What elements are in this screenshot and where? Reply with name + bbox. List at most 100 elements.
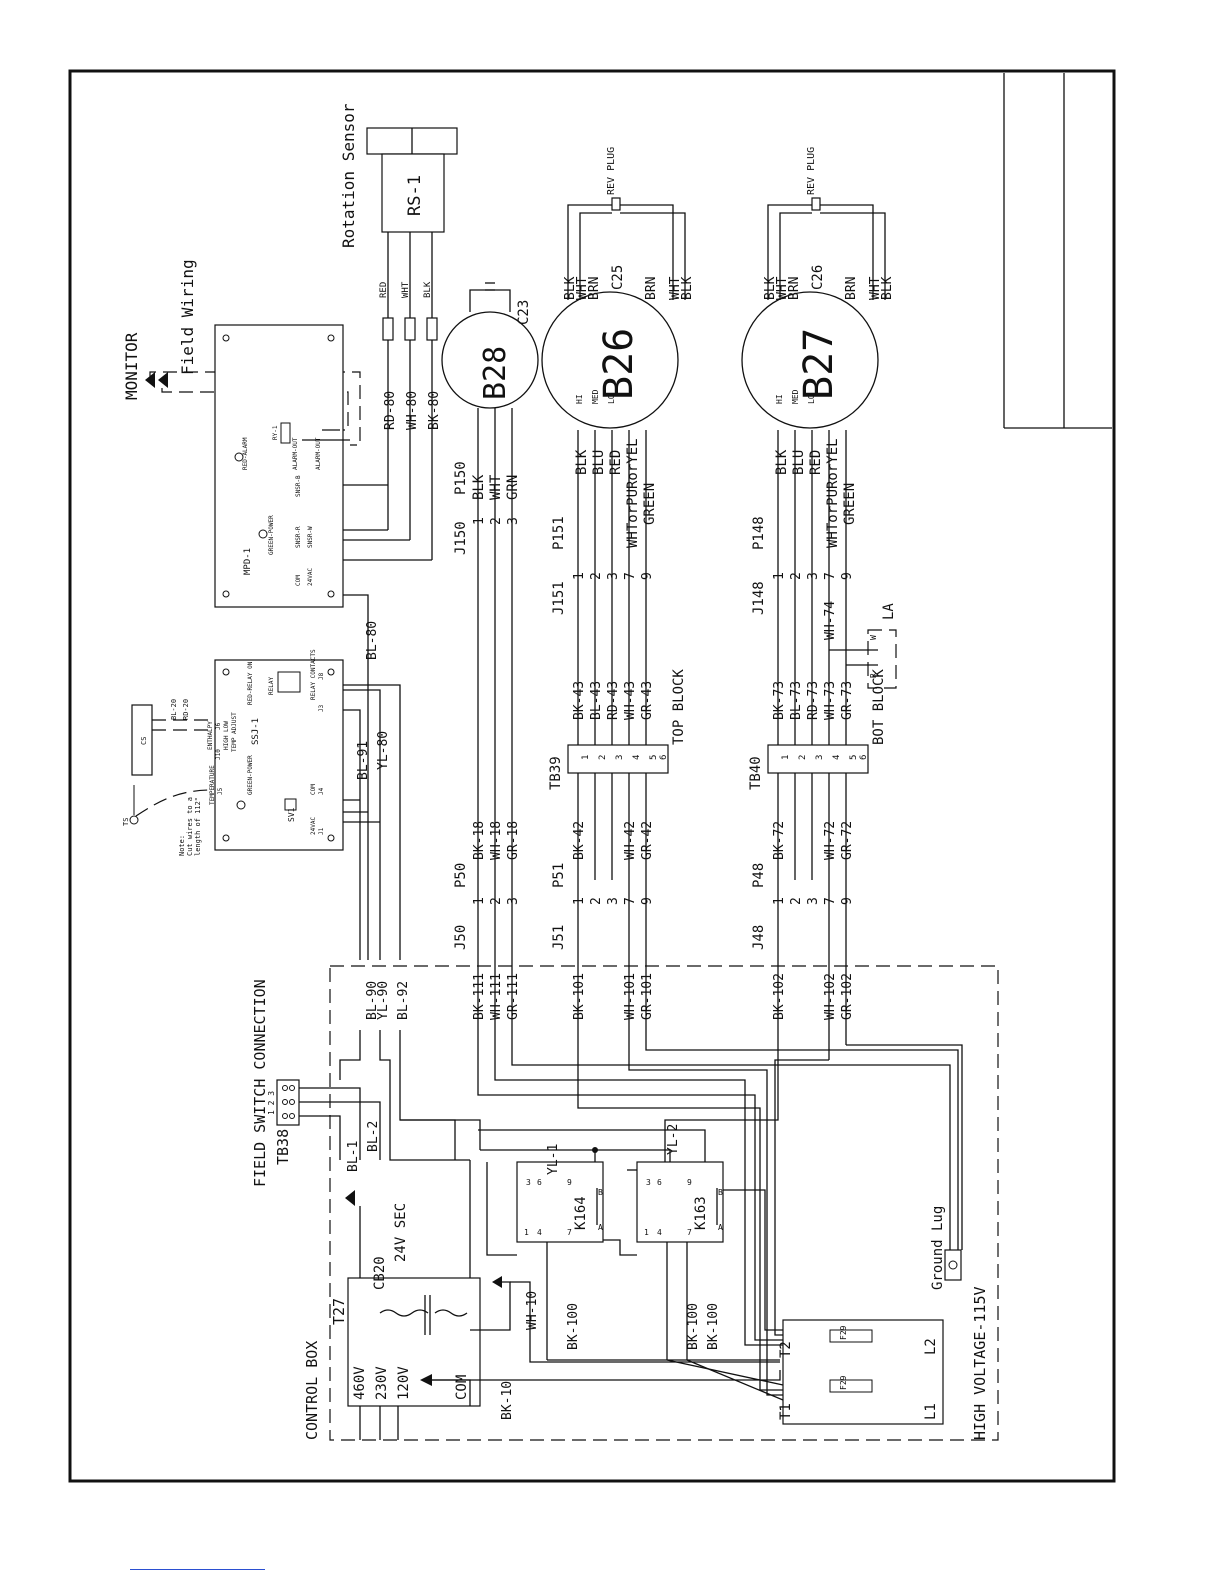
wire-bk-100-a: BK-100 bbox=[566, 1303, 581, 1350]
wire-bk-43: BK-43 bbox=[572, 681, 587, 720]
ssj-label-j1: J1 bbox=[318, 827, 325, 835]
b28-label: B28 bbox=[478, 346, 513, 400]
sec-24v-label: 24V SEC bbox=[393, 1203, 409, 1262]
wire-bl80-path bbox=[343, 594, 369, 960]
mpd1-board: Field Wiring MPD-1 ALARM-OUT RY-1 ALARM-… bbox=[178, 259, 432, 608]
la-label: LA bbox=[881, 603, 897, 620]
b26-speed-lo: LO bbox=[607, 394, 616, 404]
tb40-term-5: 5 bbox=[849, 755, 859, 760]
wire-bl-91: BL-91 bbox=[356, 741, 371, 780]
tap-120v: 120V bbox=[396, 1366, 412, 1400]
b26-out-left-blk: BLK bbox=[563, 276, 578, 300]
control-box-outline bbox=[329, 965, 999, 1441]
k164-pin-4: 4 bbox=[537, 1228, 542, 1237]
tb40-term-1: 1 bbox=[781, 755, 791, 760]
top-block-label: TOP BLOCK bbox=[671, 669, 687, 745]
k163-pin-9: 9 bbox=[687, 1178, 692, 1187]
tb40-term-4: 4 bbox=[832, 755, 842, 760]
wire-wh-74: WH-74 bbox=[823, 601, 838, 640]
b28-lead-blk: BLK bbox=[471, 474, 487, 500]
motor-b26-group: B26 HI MED LO C25 REV PLUG BLK WHT BRN B… bbox=[541, 147, 695, 1060]
wire-wh-72: WH-72 bbox=[823, 821, 838, 860]
wire-bk-100-c: BK-100 bbox=[706, 1303, 721, 1350]
tb39-term-1: 1 bbox=[581, 755, 591, 760]
tb38-terminals: 1 2 3 bbox=[267, 1091, 276, 1115]
note-line-2: Cut wires to a bbox=[186, 797, 194, 856]
field-wiring-label: Field Wiring bbox=[178, 259, 197, 375]
b26-out-right-blk: BLK bbox=[680, 276, 695, 300]
ssj-label-temperature: TEMPERATURE bbox=[209, 765, 216, 805]
b26-out-right-brn: BRN bbox=[644, 277, 659, 300]
wire-bk-102: BK-102 bbox=[772, 973, 787, 1020]
bot-block-label: BOT BLOCK bbox=[871, 669, 887, 745]
mpd-label-24vac: 24VAC bbox=[307, 568, 314, 586]
rotation-sensor-label: Rotation Sensor bbox=[339, 103, 358, 248]
wire-bl-73: BL-73 bbox=[789, 681, 804, 720]
b26-in-red: RED bbox=[608, 450, 624, 475]
tb40-label: TB40 bbox=[748, 756, 764, 790]
l1-label: L1 bbox=[923, 1403, 939, 1420]
b27-in-red: RED bbox=[808, 450, 824, 475]
wire-bk-111: BK-111 bbox=[472, 973, 487, 1020]
ssj1-label: SSJ-1 bbox=[251, 718, 261, 745]
p51-label: P51 bbox=[551, 863, 567, 888]
p48-pin-9: 9 bbox=[840, 897, 855, 905]
mpd-label-red-alarm: RED-ALARM bbox=[242, 437, 249, 470]
k163-label: K163 bbox=[693, 1196, 709, 1230]
harness-routing bbox=[400, 1030, 963, 1401]
wire-wh-101: WH-101 bbox=[623, 973, 638, 1020]
j50-label: J50 bbox=[453, 925, 469, 950]
mpd-label-ry1: RY-1 bbox=[272, 425, 279, 440]
ssj-label-j6: J6 bbox=[215, 722, 222, 730]
ssj-label-com: COM bbox=[310, 784, 317, 795]
tap-com: COM bbox=[454, 1375, 470, 1400]
wire-bl-90: BL-90 bbox=[365, 981, 380, 1020]
ssj-label-relay-contacts: RELAY CONTACTS bbox=[310, 649, 317, 700]
b27-out-left-brn: BRN bbox=[787, 277, 802, 300]
cs-label: CS bbox=[140, 737, 148, 745]
j51-label: J51 bbox=[551, 925, 567, 950]
p151-pin-3: 3 bbox=[606, 572, 621, 580]
wire-wh-18: WH-18 bbox=[489, 821, 504, 860]
p148-pin-3: 3 bbox=[806, 572, 821, 580]
b28-lead-wht: WHT bbox=[488, 474, 504, 500]
p51-pin-7: 7 bbox=[623, 897, 638, 905]
ssj-label-red-relay-on: RED-RELAY ON bbox=[247, 661, 254, 705]
control-box-label: CONTROL BOX bbox=[303, 1341, 321, 1440]
wire-bk-18: BK-18 bbox=[472, 821, 487, 860]
b27-speed-hi: HI bbox=[775, 394, 784, 404]
tb40-term-6: 6 bbox=[859, 755, 869, 760]
rev-plug-1: REV PLUG bbox=[606, 147, 617, 195]
t1-label: T1 bbox=[778, 1403, 794, 1420]
wire-gr-101: GR-101 bbox=[640, 973, 655, 1020]
wire-gr-43: GR-43 bbox=[640, 681, 655, 720]
ssj-label-high-low: HIGH LOW bbox=[223, 721, 230, 750]
wire-rd-73: RD-73 bbox=[806, 681, 821, 720]
b26-speed-hi: HI bbox=[575, 394, 584, 404]
p48-label: P48 bbox=[751, 863, 767, 888]
wire-gr-73: GR-73 bbox=[840, 681, 855, 720]
b26-in-green: GREEN bbox=[642, 483, 658, 525]
b26-in-blu: BLU bbox=[591, 450, 607, 475]
la-box bbox=[867, 629, 897, 689]
fuse-f29-1: F29 bbox=[839, 1375, 848, 1390]
high-voltage-label: HIGH VOLTAGE-115V bbox=[971, 1286, 989, 1440]
p50-pin-1: 1 bbox=[472, 897, 487, 905]
b26-out-left-wht: WHT bbox=[575, 276, 590, 300]
mpd-label-green-power: GREEN-POWER bbox=[268, 515, 275, 555]
k163-pin-a: A bbox=[718, 1223, 723, 1232]
sensor-wire-red: RED bbox=[379, 282, 389, 298]
fuse-f29-2: F29 bbox=[839, 1325, 848, 1340]
mpd-label-snsr-r: SNSR-R bbox=[295, 526, 302, 548]
k163-pin-3: 3 bbox=[646, 1178, 651, 1187]
footer-underline bbox=[130, 1569, 265, 1570]
title-block bbox=[1003, 73, 1112, 429]
t2-label: T2 bbox=[778, 1341, 794, 1358]
motor-b28: B28 C23 bbox=[441, 282, 539, 520]
monitor-label: MONITOR bbox=[122, 332, 141, 400]
tap-460v: 460V bbox=[352, 1366, 368, 1400]
p150-pin-3: 3 bbox=[506, 517, 521, 525]
p148-pin-2: 2 bbox=[789, 572, 804, 580]
j48-label: J48 bbox=[751, 925, 767, 950]
p151-pin-2: 2 bbox=[589, 572, 604, 580]
